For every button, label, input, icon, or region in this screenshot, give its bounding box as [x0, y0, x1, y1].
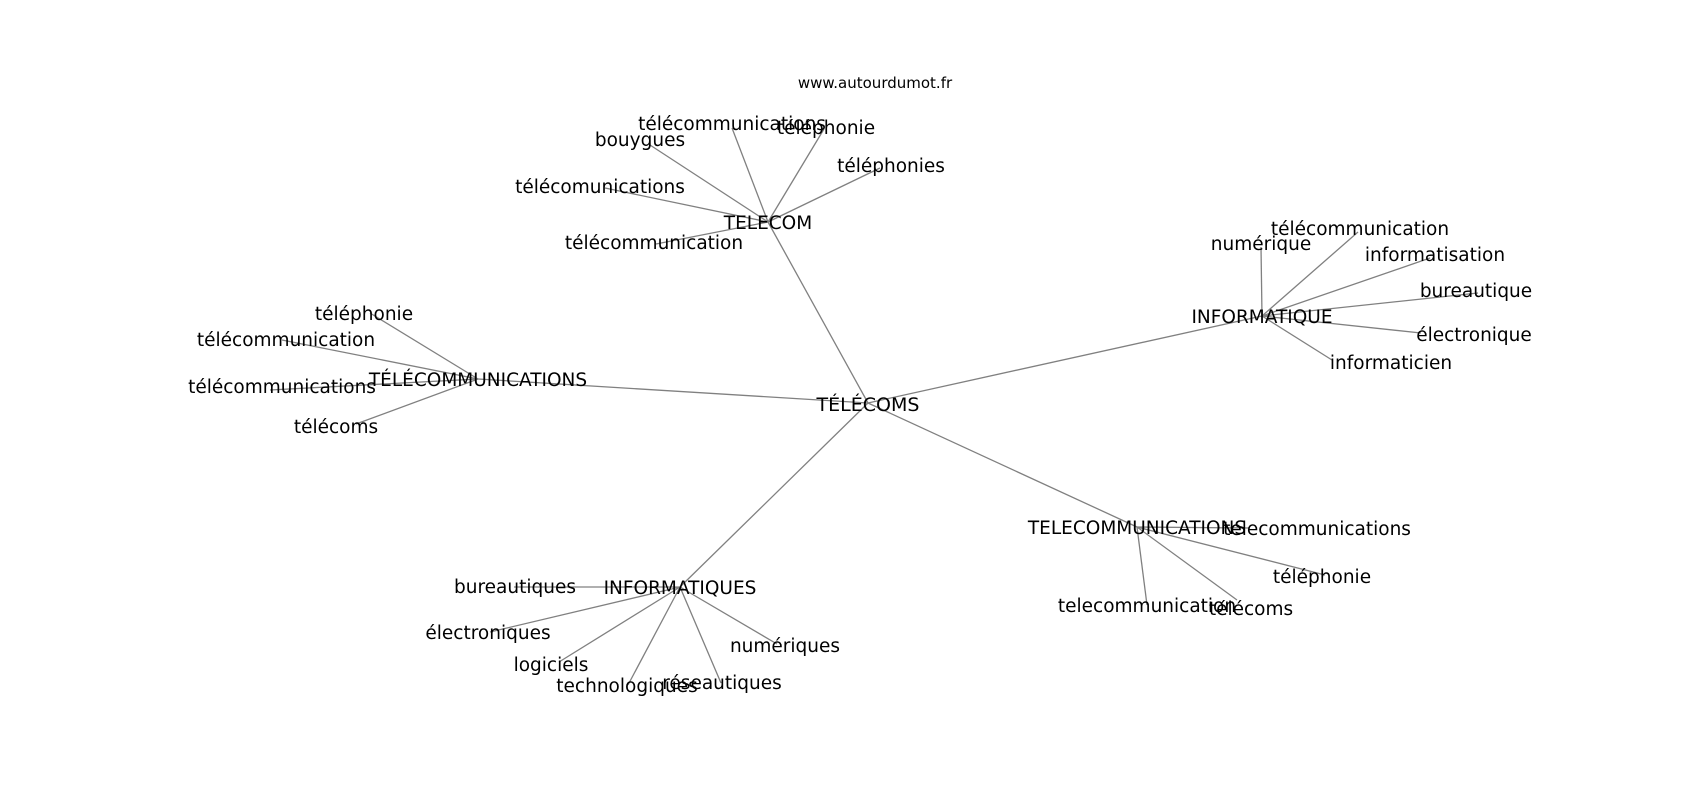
leaf-node-label-informatiques-2: logiciels — [514, 655, 589, 676]
edge-telecom-leaf-0 — [731, 127, 769, 223]
leaf-node-label-informatiques-4: réseautiques — [662, 673, 782, 694]
leaf-node-label-informatiques-1: électroniques — [425, 623, 550, 644]
edge-informatiques-leaf-1 — [489, 586, 681, 633]
edge-telecom-leaf-5 — [655, 221, 769, 245]
edge-telecommunications-leaf-2 — [1136, 526, 1148, 606]
leaf-node-label-telecommunications-accent-1: télécommunication — [197, 330, 375, 351]
leaf-node-label-telecommunications-accent-0: téléphonie — [315, 304, 413, 325]
leaf-node-label-telecom-3: téléphonies — [837, 156, 945, 177]
leaf-node-label-informatiques-3: technologiques — [556, 676, 697, 697]
edge-telecom-leaf-3 — [767, 167, 881, 223]
leaf-node-label-telecom-1: bouygues — [595, 130, 685, 151]
edge-telecommunications-leaf-3 — [1136, 526, 1238, 601]
edge-telecommunications-accent-leaf-2 — [269, 378, 479, 391]
leaf-node-label-informatiques-5: numériques — [730, 636, 840, 657]
leaf-node-label-telecommunications-0: telecommunications — [1223, 519, 1411, 540]
leaf-node-label-telecom-4: télécomunications — [515, 177, 685, 198]
edge-informatiques-leaf-4 — [679, 586, 722, 684]
edge-center-to-telecom — [767, 221, 869, 404]
edge-informatiques-leaf-3 — [627, 586, 681, 686]
source-label: www.autourdumot.fr — [798, 74, 953, 92]
leaf-node-label-telecommunications-1: téléphonie — [1273, 567, 1371, 588]
leaf-node-label-telecommunications-accent-3: télécoms — [294, 417, 378, 438]
edge-telecom-leaf-2 — [767, 128, 825, 223]
center-node-label: TÉLÉCOMS — [816, 393, 920, 416]
leaf-node-label-telecom-5: télécommunication — [565, 233, 743, 254]
leaf-node-label-informatique-4: électronique — [1416, 325, 1532, 346]
cluster-node-label-telecommunications-accent: TÉLÉCOMMUNICATIONS — [368, 369, 587, 391]
edge-telecom-leaf-1 — [649, 144, 769, 223]
leaf-node-label-informatique-1: télécommunication — [1271, 219, 1449, 240]
edge-telecom-leaf-4 — [604, 187, 769, 223]
leaf-node-label-telecommunications-accent-2: télécommunications — [188, 377, 376, 398]
cluster-node-label-informatique: INFORMATIQUE — [1191, 307, 1332, 328]
edge-telecommunications-leaf-0 — [1136, 526, 1250, 529]
cluster-node-label-informatiques: INFORMATIQUES — [604, 578, 757, 599]
edge-informatiques-leaf-2 — [558, 586, 681, 663]
leaf-node-label-informatique-3: bureautique — [1420, 281, 1532, 302]
edges — [269, 127, 1479, 686]
edge-center-to-telecommunications-accent — [477, 378, 869, 404]
edge-informatique-leaf-0 — [1260, 246, 1263, 317]
leaf-node-label-telecom-0: télécommunications — [638, 114, 826, 135]
edge-telecommunications-leaf-1 — [1136, 526, 1326, 576]
leaf-node-label-telecommunications-2: telecommunication — [1058, 596, 1236, 617]
leaf-node-label-telecommunications-3: télécoms — [1209, 599, 1293, 620]
labels: TÉLÉCOMSTELECOMtélécommunicationsbouygue… — [188, 114, 1532, 697]
edge-telecommunications-accent-leaf-0 — [369, 312, 479, 380]
edge-center-to-telecommunications — [867, 402, 1138, 528]
leaf-node-label-informatique-0: numérique — [1211, 234, 1311, 255]
leaf-node-label-telecom-2: téléphonie — [777, 118, 875, 139]
edge-informatique-leaf-5 — [1261, 315, 1333, 361]
leaf-node-label-informatiques-0: bureautiques — [454, 577, 576, 598]
edge-center-to-informatiques — [679, 402, 869, 588]
leaf-node-label-informatique-2: informatisation — [1365, 245, 1505, 266]
edge-telecommunications-accent-leaf-1 — [281, 339, 479, 380]
edge-center-to-informatique — [867, 315, 1263, 404]
leaf-node-label-informatique-5: informaticien — [1330, 353, 1452, 374]
edge-informatique-leaf-4 — [1261, 315, 1422, 334]
edge-informatique-leaf-1 — [1261, 231, 1359, 317]
edge-informatiques-leaf-5 — [679, 586, 778, 645]
cluster-node-label-telecom: TELECOM — [723, 213, 812, 234]
cluster-node-label-telecommunications: TELECOMMUNICATIONS — [1027, 518, 1246, 539]
edge-informatique-leaf-2 — [1261, 257, 1431, 317]
edge-telecommunications-accent-leaf-3 — [355, 378, 479, 425]
edge-informatique-leaf-3 — [1261, 292, 1479, 317]
